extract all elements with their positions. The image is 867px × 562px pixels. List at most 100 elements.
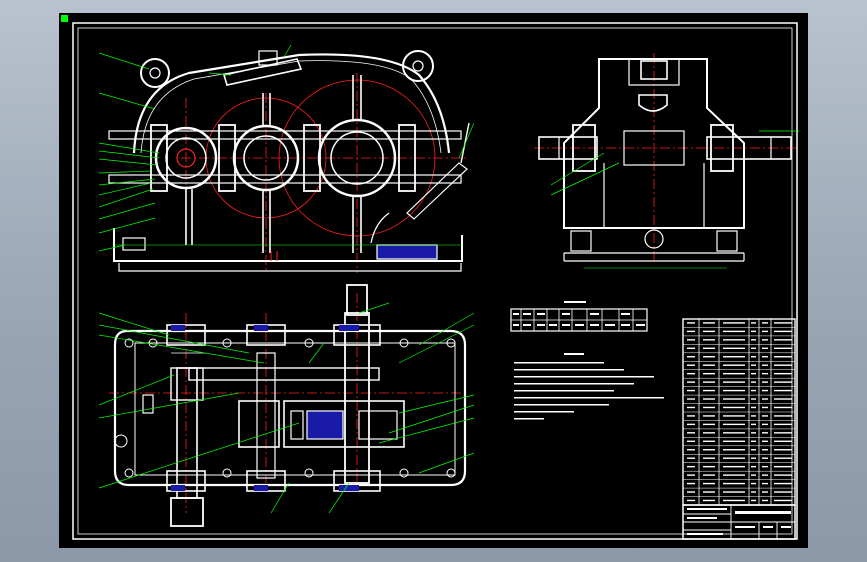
parts-list-cell-text: [774, 406, 792, 409]
parts-list-cell-text: [723, 389, 745, 392]
parts-list-cell-text: [774, 482, 792, 485]
parts-list-cell-text: [751, 440, 756, 442]
parts-list-cell-text: [687, 339, 695, 341]
parts-list-cell-text: [723, 372, 745, 375]
parts-list-cell-text: [751, 364, 756, 366]
parts-list-cell-text: [774, 465, 792, 468]
parts-list-cell-text: [723, 330, 745, 333]
parts-list-cell-text: [762, 356, 768, 358]
parts-list-cell-text: [723, 499, 745, 502]
parts-list-cell-text: [723, 415, 745, 417]
parts-list-cell-text: [774, 432, 792, 434]
parts-list-cell-text: [703, 347, 715, 349]
drawing-canvas[interactable]: [59, 13, 808, 548]
parts-list-cell-text: [774, 372, 792, 375]
parts-list-cell-text: [723, 449, 745, 451]
parts-list-cell-text: [762, 330, 768, 333]
parts-list-cell-text: [723, 491, 745, 493]
parts-list-cell-text: [687, 474, 695, 476]
parts-list-cell-text: [774, 415, 792, 417]
parts-list-cell-text: [687, 499, 695, 502]
parts-list-cell-text: [723, 322, 745, 324]
top-view-leaders: [98, 302, 475, 514]
technical-requirements: [514, 353, 664, 420]
parts-list-cell-text: [762, 372, 768, 375]
parts-list-cell-text: [723, 457, 745, 459]
parts-list-cell-text: [774, 398, 792, 400]
parts-list-cell-text: [687, 423, 695, 426]
parts-list-cell-text: [762, 423, 768, 426]
parts-list-cell-text: [687, 364, 695, 366]
parts-list-cell-text: [751, 347, 756, 349]
parts-list-cell-text: [774, 347, 792, 349]
parts-list-cell-text: [703, 457, 715, 459]
parts-list-cell-text: [687, 389, 695, 392]
parts-list-cell-text: [774, 389, 792, 392]
parts-list-cell-text: [703, 423, 715, 426]
parts-list-cell-text: [703, 449, 715, 451]
parts-list-cell-text: [687, 372, 695, 375]
parts-list-cell-text: [751, 432, 756, 434]
parts-list-cell-text: [762, 465, 768, 468]
parts-list-cell-text: [774, 330, 792, 333]
side-view: [534, 53, 797, 269]
parts-list-cell-text: [703, 322, 715, 324]
parts-list-cell-text: [687, 347, 695, 349]
parts-list-rows: [683, 322, 795, 502]
parts-list-cell-text: [762, 389, 768, 392]
cad-viewport[interactable]: [59, 13, 808, 548]
parts-list-cell-text: [751, 322, 756, 324]
parts-list-cell-text: [687, 398, 695, 400]
parts-list-cell-text: [703, 406, 715, 409]
parts-list-cell-text: [762, 406, 768, 409]
parts-list-cell-text: [687, 381, 695, 383]
parts-list-cell-text: [762, 457, 768, 459]
parts-list-cell-text: [751, 474, 756, 476]
parts-list-cell-text: [703, 389, 715, 392]
parts-list-cell-text: [703, 398, 715, 400]
parts-list-cell-text: [774, 423, 792, 426]
parts-list-cell-text: [703, 499, 715, 502]
parts-list-cell-text: [703, 372, 715, 375]
parts-list-cell-text: [774, 356, 792, 358]
parts-list-cell-text: [762, 499, 768, 502]
parts-list-cell-text: [687, 415, 695, 417]
parts-list-cell-text: [723, 406, 745, 409]
parts-list-cell-text: [751, 499, 756, 502]
parts-list-cell-text: [751, 482, 756, 485]
parts-list-cell-text: [687, 432, 695, 434]
parts-list-cell-text: [774, 491, 792, 493]
parts-list-cell-text: [723, 465, 745, 468]
parts-list-cell-text: [762, 440, 768, 442]
parts-list-cell-text: [687, 330, 695, 333]
parts-list-cell-text: [723, 364, 745, 366]
parts-list-cell-text: [751, 339, 756, 341]
parts-list-cell-text: [723, 356, 745, 358]
parts-list-cell-text: [723, 423, 745, 426]
parts-list-cell-text: [703, 381, 715, 383]
parts-list-cell-text: [703, 440, 715, 442]
parts-list-cell-text: [687, 406, 695, 409]
parts-list-cell-text: [703, 482, 715, 485]
parts-list-cell-text: [703, 356, 715, 358]
parts-list-cell-text: [774, 322, 792, 324]
parts-list-cell-text: [751, 415, 756, 417]
parts-list-cell-text: [687, 457, 695, 459]
parts-list-cell-text: [751, 491, 756, 493]
parts-list-cell-text: [703, 465, 715, 468]
parts-list-cell-text: [687, 465, 695, 468]
parts-list-cell-text: [751, 398, 756, 400]
parts-list-cell-text: [723, 398, 745, 400]
parts-list-cell-text: [723, 440, 745, 442]
parts-list-cell-text: [703, 491, 715, 493]
characteristics-table: [510, 308, 648, 332]
parts-list-cell-text: [723, 482, 745, 485]
parts-list-cell-text: [774, 339, 792, 341]
parts-list-cell-text: [774, 474, 792, 476]
parts-list-cell-text: [687, 482, 695, 485]
parts-list-cell-text: [774, 449, 792, 451]
parts-list-cell-text: [723, 474, 745, 476]
parts-list-cell-text: [687, 449, 695, 451]
parts-list-cell-text: [751, 457, 756, 459]
parts-list-cell-text: [687, 491, 695, 493]
